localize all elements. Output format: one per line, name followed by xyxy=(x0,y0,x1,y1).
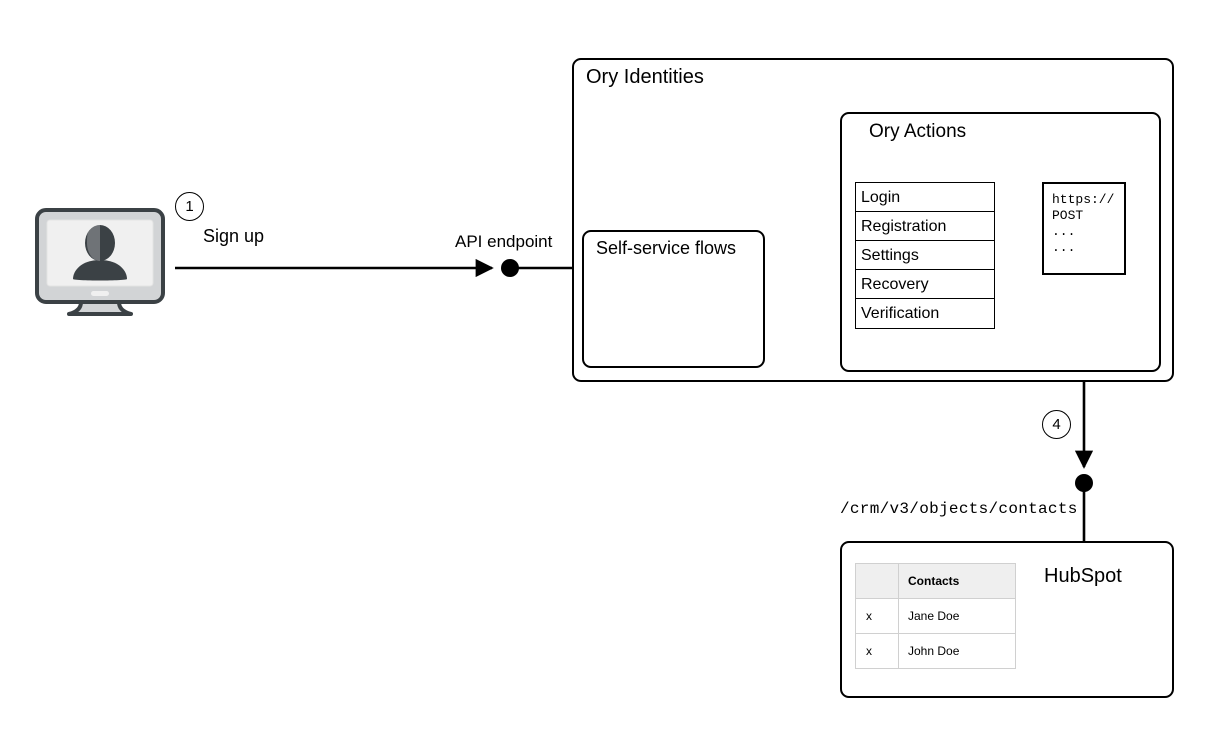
hubspot-title: HubSpot xyxy=(1044,565,1122,587)
ory-action-item-registration[interactable]: Registration xyxy=(856,212,994,241)
table-header-contacts: Contacts xyxy=(898,563,1016,599)
row-contact-name: Jane Doe xyxy=(898,598,1016,634)
table-row[interactable]: x John Doe xyxy=(855,633,1016,669)
webhook-line-method: POST xyxy=(1052,208,1084,223)
step-badge-1: 1 xyxy=(175,192,204,221)
step-badge-4: 4 xyxy=(1042,410,1071,439)
api-endpoint-label: API endpoint xyxy=(455,232,553,251)
table-header-row: Contacts xyxy=(855,563,1016,599)
self-service-flows-box xyxy=(582,230,765,368)
monitor-user-icon xyxy=(35,208,165,316)
ory-action-item-login[interactable]: Login xyxy=(856,183,994,212)
ory-actions-title: Ory Actions xyxy=(869,121,967,142)
webhook-post-box: https:// POST ... ... xyxy=(1042,182,1126,275)
webhook-line-body-1: ... xyxy=(1052,224,1076,239)
contacts-table: Contacts x Jane Doe x John Doe xyxy=(855,563,1016,669)
webhook-line-body-2: ... xyxy=(1052,240,1076,255)
row-mark: x xyxy=(855,598,899,634)
row-contact-name: John Doe xyxy=(898,633,1016,669)
ory-actions-list: Login Registration Settings Recovery Ver… xyxy=(855,182,995,329)
table-row[interactable]: x Jane Doe xyxy=(855,598,1016,634)
signup-label: Sign up xyxy=(203,226,265,246)
ory-action-item-settings[interactable]: Settings xyxy=(856,241,994,270)
table-header-mark xyxy=(855,563,899,599)
ory-action-item-verification[interactable]: Verification xyxy=(856,299,994,328)
ory-action-item-recovery[interactable]: Recovery xyxy=(856,270,994,299)
ory-identities-title: Ory Identities xyxy=(586,66,704,88)
self-service-flows-title: Self-service flows xyxy=(596,238,737,258)
row-mark: x xyxy=(855,633,899,669)
crm-path-label: /crm/v3/objects/contacts xyxy=(840,500,1078,518)
webhook-line-url: https:// xyxy=(1052,192,1115,207)
